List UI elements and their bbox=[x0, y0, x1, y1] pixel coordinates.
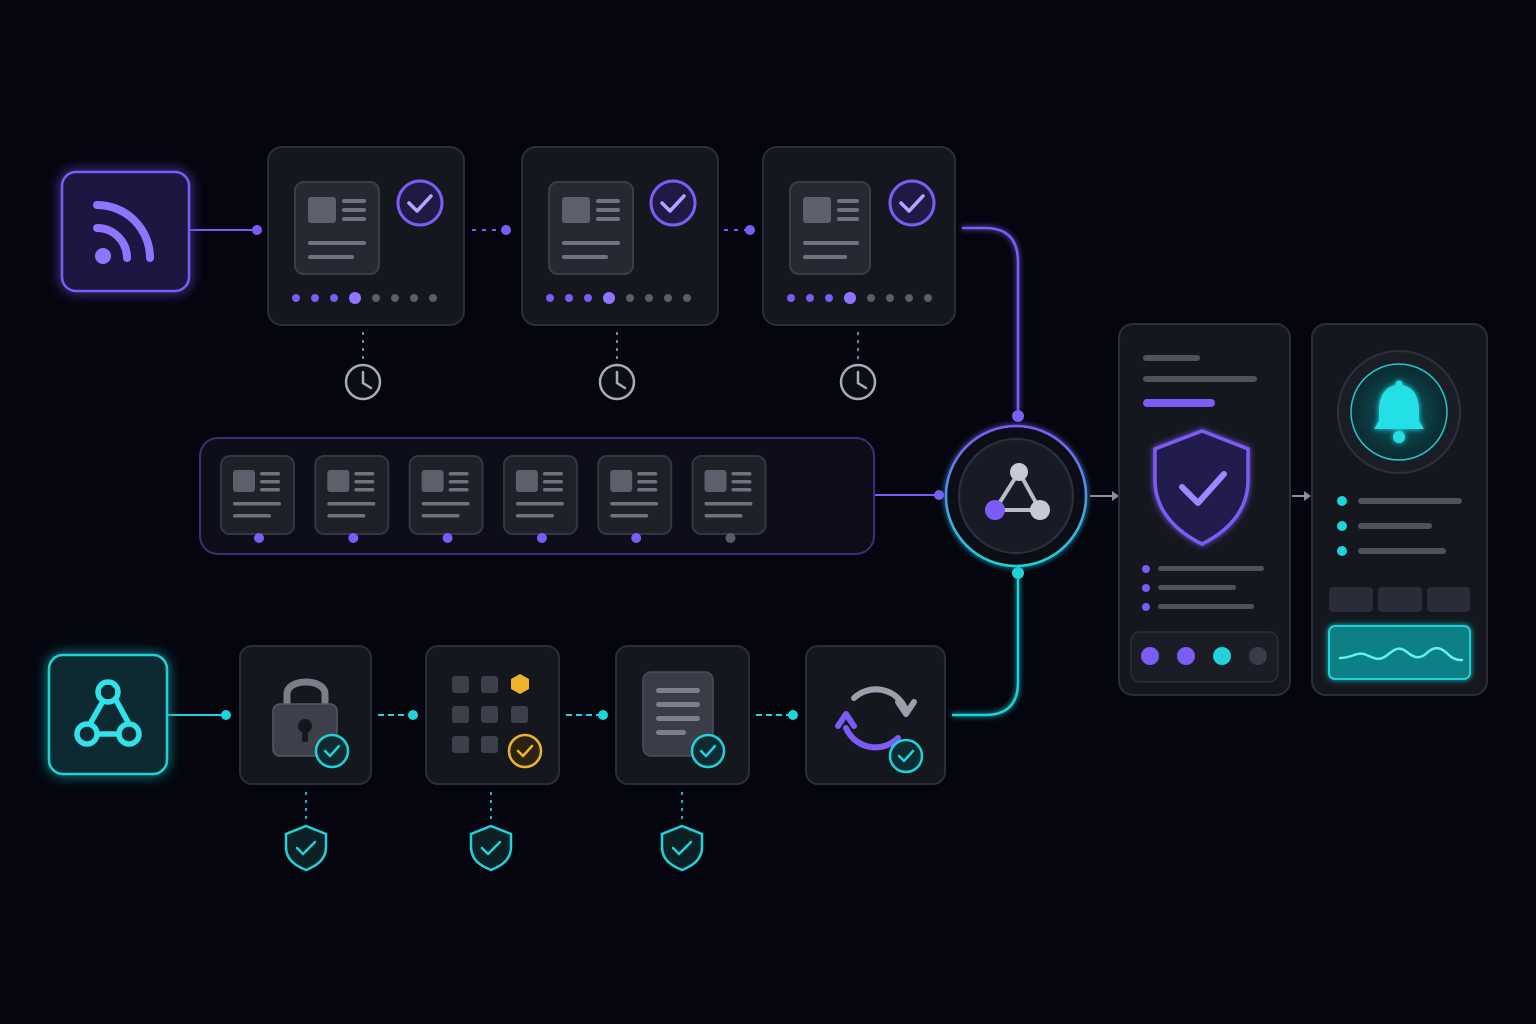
progress-dot-complete bbox=[806, 294, 814, 302]
clock-icon bbox=[598, 363, 636, 401]
check-circle-icon bbox=[507, 733, 543, 769]
module-grid-icon bbox=[452, 674, 529, 753]
top-stage-1[interactable] bbox=[267, 146, 465, 326]
queue-item[interactable] bbox=[502, 455, 578, 543]
progress-dot-pending bbox=[867, 294, 875, 302]
notification-panel[interactable] bbox=[1311, 323, 1488, 696]
progress-dot-complete bbox=[825, 294, 833, 302]
progress-dot-complete bbox=[844, 292, 856, 304]
progress-dot-pending bbox=[429, 294, 437, 302]
queue-dot-active bbox=[254, 533, 264, 543]
top-stage-3[interactable] bbox=[762, 146, 956, 326]
document-icon bbox=[642, 671, 714, 757]
alert-list bbox=[1337, 496, 1462, 556]
progress-dot-pending bbox=[645, 294, 653, 302]
webhook-source-node[interactable] bbox=[47, 653, 169, 776]
status-dot bbox=[1249, 647, 1267, 665]
progress-dot-pending bbox=[683, 294, 691, 302]
queue-item[interactable] bbox=[691, 455, 767, 543]
detail-list bbox=[1142, 565, 1264, 611]
check-circle-icon bbox=[649, 179, 697, 227]
queue-dot-idle bbox=[725, 533, 736, 543]
queue-dot-active bbox=[631, 533, 642, 543]
sync-arrows-icon bbox=[835, 686, 917, 751]
bottom-stage-document[interactable] bbox=[615, 645, 750, 785]
webhook-icon bbox=[74, 679, 142, 747]
check-circle-icon bbox=[690, 733, 726, 769]
progress-dot-complete bbox=[546, 294, 554, 302]
check-circle-icon bbox=[314, 733, 350, 769]
progress-dot-complete bbox=[311, 294, 319, 302]
progress-dot-complete bbox=[584, 294, 592, 302]
queue-dot-active bbox=[442, 533, 453, 543]
check-circle-icon bbox=[888, 179, 936, 227]
progress-dot-pending bbox=[626, 294, 634, 302]
routing-hub[interactable] bbox=[944, 424, 1088, 568]
article-doc-icon bbox=[789, 181, 871, 275]
progress-dot-complete bbox=[349, 292, 361, 304]
progress-dot-complete bbox=[565, 294, 573, 302]
bottom-stage-lock[interactable] bbox=[239, 645, 372, 785]
clock-icon bbox=[344, 363, 382, 401]
clock-icon bbox=[839, 363, 877, 401]
queue-items bbox=[220, 455, 767, 543]
verification-panel[interactable] bbox=[1118, 323, 1291, 696]
stage-progress-dots bbox=[787, 292, 932, 304]
status-dot bbox=[1177, 647, 1195, 665]
message-queue[interactable] bbox=[199, 437, 875, 555]
status-dot bbox=[1141, 647, 1159, 665]
top-stage-2[interactable] bbox=[521, 146, 719, 326]
progress-dot-complete bbox=[330, 294, 338, 302]
queue-item[interactable] bbox=[408, 455, 484, 543]
progress-dot-pending bbox=[372, 294, 380, 302]
queue-dot-active bbox=[536, 533, 547, 543]
bell-icon bbox=[1374, 380, 1424, 443]
check-circle-icon bbox=[396, 179, 444, 227]
queue-item[interactable] bbox=[597, 455, 673, 543]
progress-dot-pending bbox=[886, 294, 894, 302]
rss-feed-icon bbox=[93, 201, 154, 264]
queue-item[interactable] bbox=[314, 455, 390, 543]
bottom-stage-grid[interactable] bbox=[425, 645, 560, 785]
progress-dot-pending bbox=[391, 294, 399, 302]
queue-item[interactable] bbox=[220, 455, 295, 543]
status-dot bbox=[1213, 647, 1231, 665]
article-doc-icon bbox=[548, 181, 634, 275]
bottom-stage-sync[interactable] bbox=[805, 645, 946, 785]
waveform-icon bbox=[1328, 625, 1471, 680]
check-circle-icon bbox=[888, 738, 924, 774]
stage-progress-dots bbox=[546, 292, 691, 304]
segment-bar bbox=[1329, 587, 1470, 612]
progress-dot-pending bbox=[410, 294, 418, 302]
share-nodes-icon bbox=[985, 463, 1050, 520]
rss-source-node[interactable] bbox=[60, 170, 191, 293]
shield-check-icon bbox=[284, 824, 328, 872]
article-doc-icon bbox=[294, 181, 380, 275]
stage-progress-dots bbox=[292, 292, 437, 304]
progress-dot-pending bbox=[905, 294, 913, 302]
shield-check-icon bbox=[469, 824, 513, 872]
progress-dot-pending bbox=[924, 294, 932, 302]
progress-dot-complete bbox=[787, 294, 795, 302]
shield-check-icon bbox=[660, 824, 704, 872]
shield-check-icon bbox=[1153, 429, 1250, 546]
progress-dot-complete bbox=[603, 292, 615, 304]
queue-dot-active bbox=[348, 533, 359, 543]
status-dots bbox=[1141, 647, 1267, 665]
progress-dot-complete bbox=[292, 294, 300, 302]
progress-dot-pending bbox=[664, 294, 672, 302]
